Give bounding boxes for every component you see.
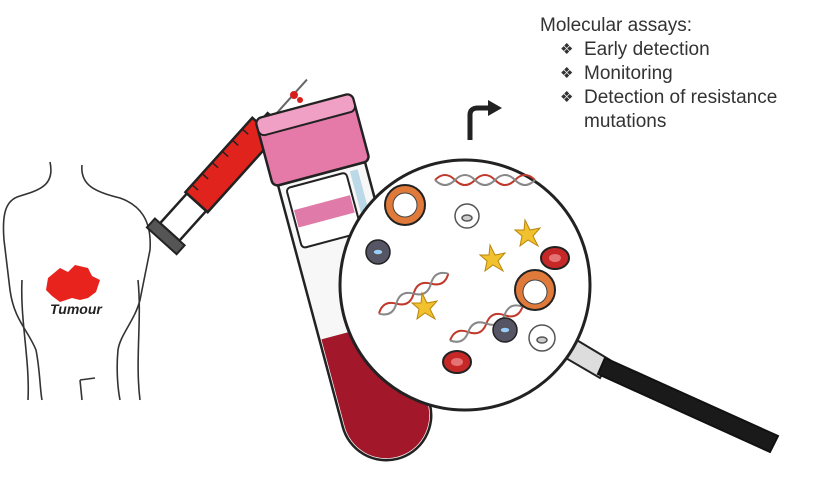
dna-strands <box>378 174 536 343</box>
tumour-shape <box>46 265 100 302</box>
magnifier-handle <box>550 328 780 454</box>
blood-drop <box>290 91 298 99</box>
tumour-label: Tumour <box>50 301 102 317</box>
white-cells <box>365 203 556 352</box>
assay-item: Detection of resistance mutations <box>558 86 794 134</box>
assay-item: Early detection <box>558 38 794 62</box>
ctdna-fragments <box>410 218 542 321</box>
assay-item: Monitoring <box>558 62 794 86</box>
red-blood-cells <box>442 246 570 374</box>
arrow-icon <box>467 105 490 140</box>
body-outline <box>2 161 151 401</box>
assays-heading: Molecular assays: <box>540 15 693 36</box>
molecular-assays-list: Molecular assays: Early detection Monito… <box>540 14 794 134</box>
tumour-cells <box>384 184 556 311</box>
